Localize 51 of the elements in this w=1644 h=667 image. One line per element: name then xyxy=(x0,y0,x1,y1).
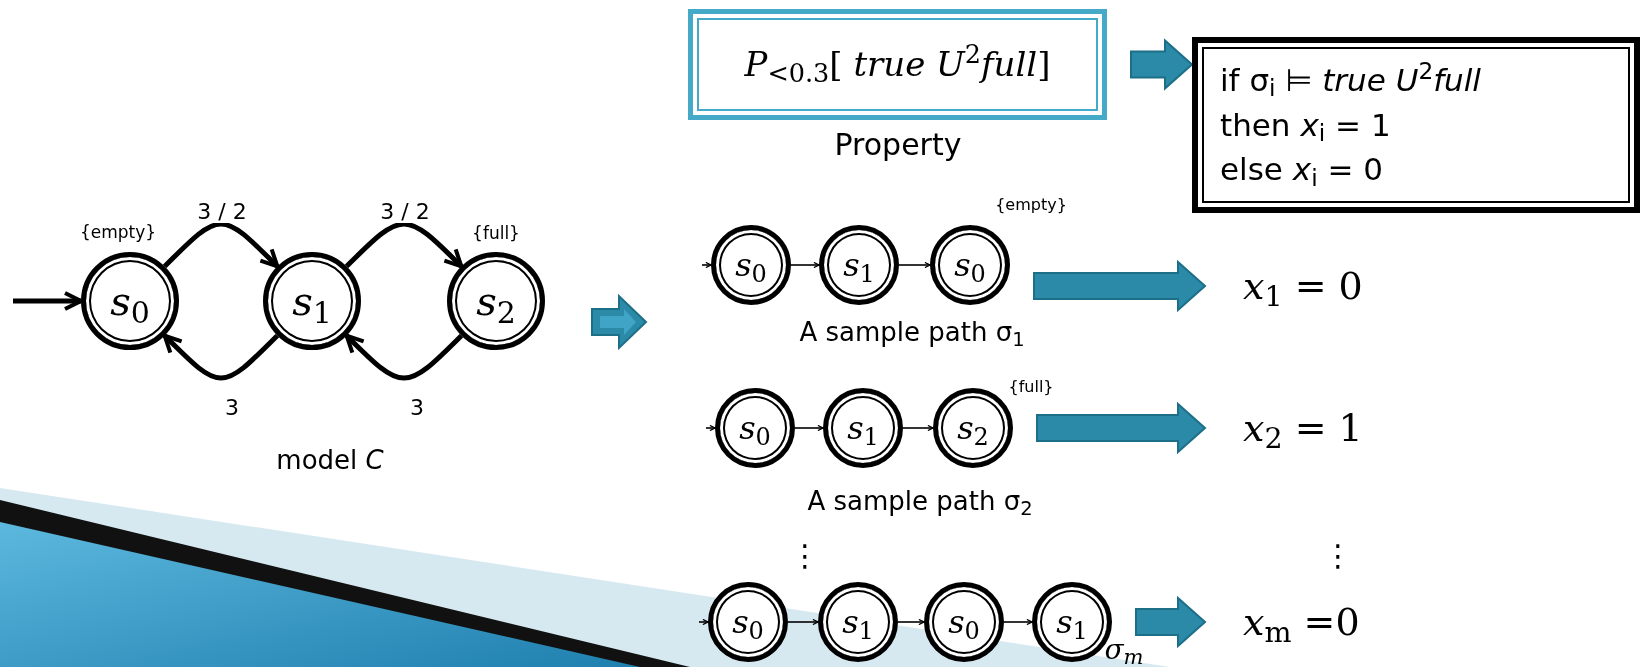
formula-text: x$_{2}$ = 1 xyxy=(1243,404,1363,457)
formula-text: P$_{<0.3}$[ true U$^{2}$full] xyxy=(744,39,1051,90)
block-arrow xyxy=(1130,38,1194,91)
caption: A sample path σ$_{1}$ xyxy=(799,319,1025,345)
arrow xyxy=(344,333,464,381)
ellipsis: ⋮ xyxy=(790,541,820,571)
state-label: {full} xyxy=(472,224,520,242)
state-name: s$_{0}$ xyxy=(110,281,150,321)
block-arrow xyxy=(1033,259,1207,313)
arrow xyxy=(162,333,280,381)
block-arrow xyxy=(1036,401,1207,455)
arrow xyxy=(794,424,824,432)
caption: model C xyxy=(276,447,384,473)
ellipsis: ⋮ xyxy=(1323,541,1353,571)
state-name: s$_{0}$ xyxy=(732,606,764,638)
state-name: s$_{1}$ xyxy=(843,249,875,281)
state-name: s$_{1}$ xyxy=(842,606,874,638)
arrow xyxy=(162,221,280,269)
arrow xyxy=(902,424,934,432)
formula-text: x$_{m}$ =0 xyxy=(1243,598,1360,651)
arrow xyxy=(897,618,925,626)
arrow xyxy=(1003,618,1033,626)
state-label: {empty} xyxy=(79,223,157,241)
state-name: s$_{2}$ xyxy=(957,412,989,444)
rule-line: then x$_{i}$ = 1 xyxy=(1220,105,1392,148)
state-label: {full} xyxy=(1008,379,1054,395)
caption: σ$_{m}$ xyxy=(1104,636,1144,664)
state-name: s$_{1}$ xyxy=(847,412,879,444)
arrow xyxy=(701,261,712,269)
arrow xyxy=(698,618,709,626)
arrow xyxy=(705,424,716,432)
state-name: s$_{0}$ xyxy=(954,249,986,281)
state-name: s$_{0}$ xyxy=(739,412,771,444)
arrow xyxy=(13,291,83,311)
state-name: s$_{2}$ xyxy=(476,281,516,321)
arrow xyxy=(898,261,931,269)
box-label: Property xyxy=(834,130,962,160)
state-name: s$_{1}$ xyxy=(1056,606,1088,638)
state-name: s$_{1}$ xyxy=(292,281,332,321)
block-arrow xyxy=(1135,595,1207,649)
caption: A sample path σ$_{2}$ xyxy=(807,488,1033,514)
formula-box xyxy=(688,9,1107,120)
arrow xyxy=(787,618,819,626)
state-label: {empty} xyxy=(995,197,1067,213)
state-name: s$_{0}$ xyxy=(735,249,767,281)
rule-line: if σ$_{i}$ ⊨ true U$^{2}$full xyxy=(1220,57,1482,103)
arrow xyxy=(790,261,820,269)
rule-line: else x$_{i}$ = 0 xyxy=(1220,150,1384,193)
arrow xyxy=(344,221,464,269)
state-name: s$_{0}$ xyxy=(948,606,980,638)
formula-text: x$_{1}$ = 0 xyxy=(1243,262,1363,315)
